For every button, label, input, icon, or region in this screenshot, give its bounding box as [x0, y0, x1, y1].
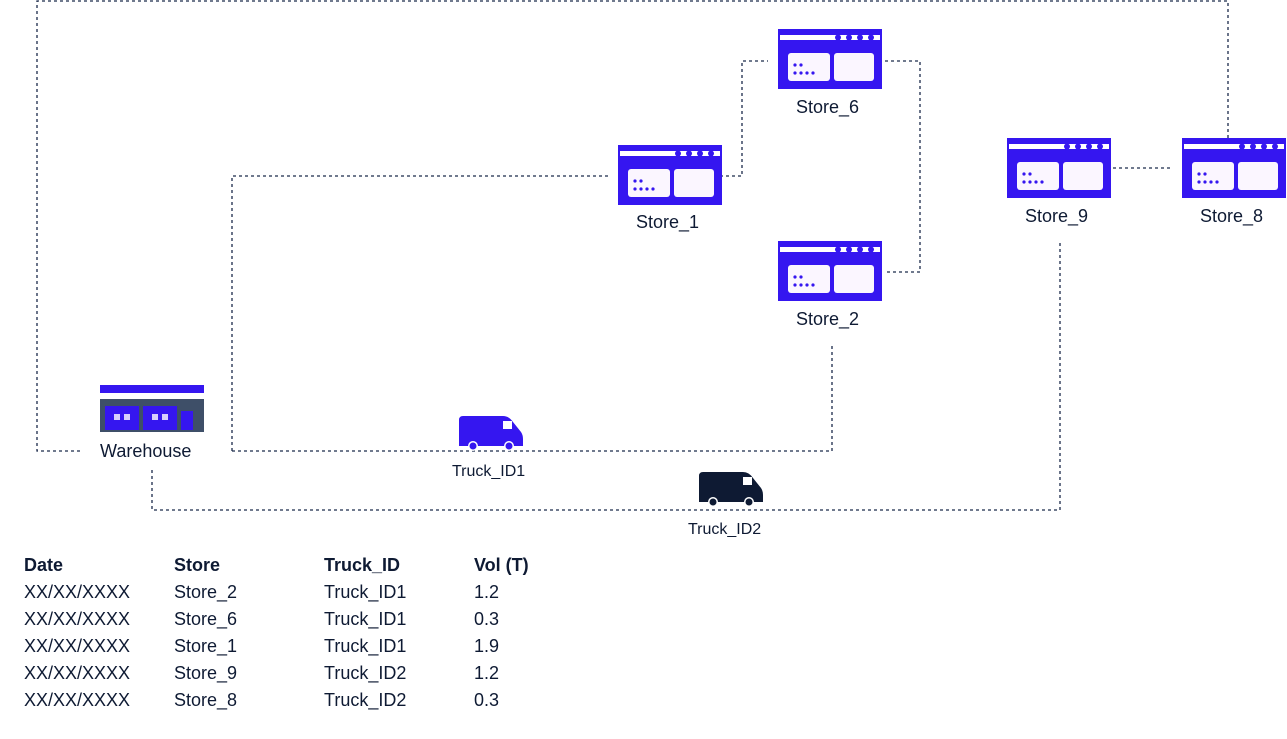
store-icon-store-1: [618, 145, 722, 205]
table-row: XX/XX/XXXX Store_2 Truck_ID1 1.2: [24, 579, 554, 606]
column-header-date: Date: [24, 555, 64, 575]
table-row: XX/XX/XXXX Store_1 Truck_ID1 1.9: [24, 633, 554, 660]
truck-1-label: Truck_ID1: [452, 463, 526, 480]
table-row: XX/XX/XXXX Store_9 Truck_ID2 1.2: [24, 660, 554, 687]
route-store6-store2: [885, 60, 921, 273]
table-header-row: Date Store Truck_ID Vol (T): [24, 552, 554, 579]
column-header-truck-id: Truck_ID: [324, 555, 401, 575]
table-row: XX/XX/XXXX Store_8 Truck_ID2 0.3: [24, 687, 554, 714]
cell-volume: 0.3: [474, 609, 500, 629]
store-9-label: Store_9: [1025, 206, 1089, 226]
cell-date: XX/XX/XXXX: [24, 582, 131, 602]
cell-date: XX/XX/XXXX: [24, 636, 131, 656]
store-icon-store-2: [778, 241, 882, 301]
column-header-store: Store: [174, 555, 221, 575]
cell-date: XX/XX/XXXX: [24, 690, 131, 710]
store-icon-store-8: [1182, 138, 1286, 198]
cell-truck-id: Truck_ID1: [324, 582, 407, 602]
delivery-table: Date Store Truck_ID Vol (T) XX/XX/XXXX S…: [24, 552, 554, 714]
store-6-label: Store_6: [796, 97, 860, 117]
cell-truck-id: Truck_ID2: [324, 690, 407, 710]
route-store1-store6: [720, 60, 768, 177]
route-truck2: [151, 240, 1061, 511]
cell-store: Store_2: [174, 582, 238, 602]
truck-2-label: Truck_ID2: [688, 521, 762, 538]
route-warehouse-store1: [231, 175, 608, 451]
store-2-label: Store_2: [796, 309, 860, 329]
route-truck1: [232, 343, 833, 452]
cell-volume: 0.3: [474, 690, 500, 710]
route-warehouse-store8: [36, 0, 1229, 452]
cell-store: Store_9: [174, 663, 238, 683]
cell-store: Store_6: [174, 609, 238, 629]
cell-store: Store_1: [174, 636, 238, 656]
cell-store: Store_8: [174, 690, 238, 710]
cell-volume: 1.2: [474, 582, 500, 602]
column-header-volume: Vol (T): [474, 555, 529, 575]
cell-date: XX/XX/XXXX: [24, 609, 131, 629]
store-1-label: Store_1: [636, 212, 700, 232]
store-8-label: Store_8: [1200, 206, 1264, 226]
cell-date: XX/XX/XXXX: [24, 663, 131, 683]
warehouse-icon: [100, 385, 204, 432]
cell-volume: 1.9: [474, 636, 500, 656]
cell-truck-id: Truck_ID2: [324, 663, 407, 683]
cell-volume: 1.2: [474, 663, 500, 683]
store-icon-store-9: [1007, 138, 1111, 198]
truck-icon-truck2: [699, 472, 763, 507]
cell-truck-id: Truck_ID1: [324, 636, 407, 656]
warehouse-label: Warehouse: [100, 441, 192, 461]
cell-truck-id: Truck_ID1: [324, 609, 407, 629]
table-row: XX/XX/XXXX Store_6 Truck_ID1 0.3: [24, 606, 554, 633]
store-icon-store-6: [778, 29, 882, 89]
truck-icon-truck1: [459, 416, 523, 451]
